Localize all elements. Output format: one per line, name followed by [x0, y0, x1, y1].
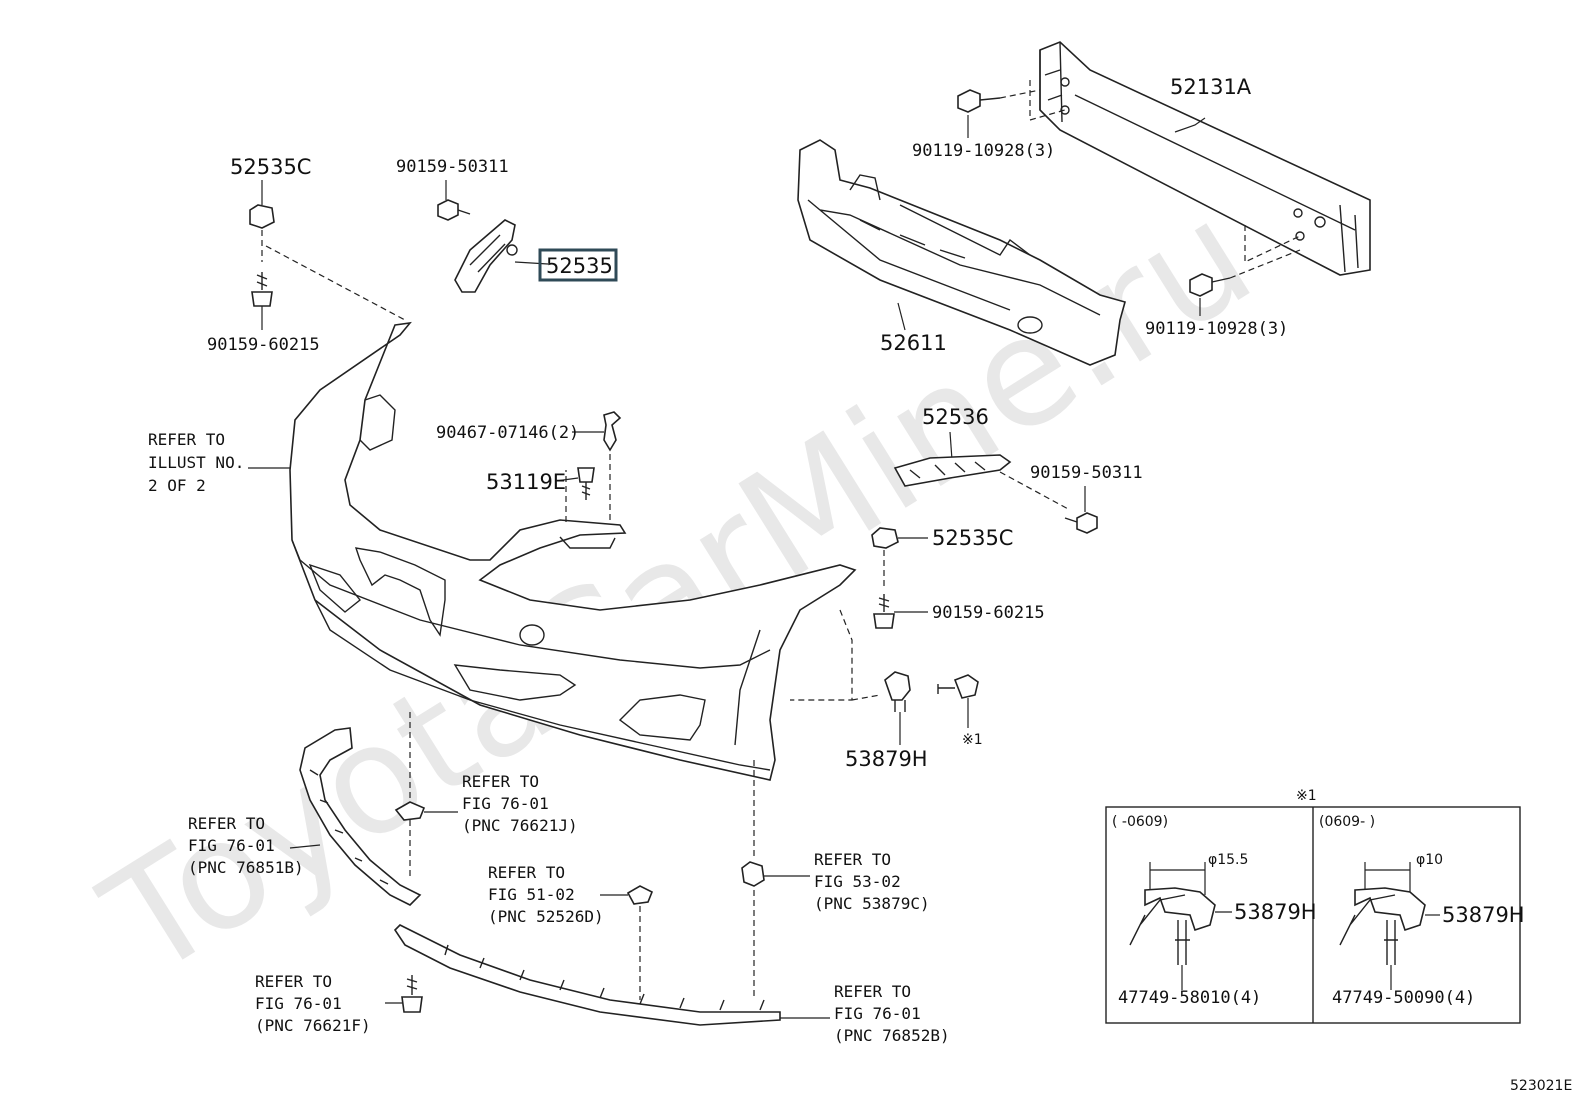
bolt-90119-bottom[interactable] — [1189, 273, 1231, 297]
detail-right-fastener: 47749-50090(4) — [1332, 988, 1475, 1008]
label-90119-top: 90119-10928(3) — [912, 141, 1055, 161]
label-52526D-1: REFER TO — [488, 863, 565, 882]
spoiler-76852B[interactable] — [393, 924, 781, 1026]
label-refer-illust-1: REFER TO — [148, 430, 225, 449]
clip-52535C-right[interactable] — [871, 527, 899, 549]
label-90467: 90467-07146(2) — [436, 423, 579, 443]
bumper-reinforcement-52131A[interactable] — [1039, 41, 1371, 276]
clip-52526D[interactable] — [626, 885, 654, 905]
detail-right-part: 53879H — [1442, 903, 1525, 927]
label-refer-illust-3: 2 OF 2 — [148, 476, 206, 495]
screw-90159-60215-right[interactable] — [873, 594, 895, 629]
label-52535C-right: 52535C — [932, 526, 1013, 550]
label-53879C-1: REFER TO — [814, 850, 891, 869]
screw-76621F[interactable] — [401, 975, 423, 1013]
label-53879H-main: 53879H — [845, 747, 928, 771]
detail-left-part: 53879H — [1234, 900, 1317, 924]
label-76621F-3: (PNC 76621F) — [255, 1016, 371, 1035]
label-76851B-2: FIG 76-01 — [188, 836, 275, 855]
label-52536: 52536 — [922, 405, 989, 429]
label-53119E: 53119E — [486, 470, 566, 494]
label-76851B-3: (PNC 76851B) — [188, 858, 304, 877]
energy-absorber-52611[interactable] — [797, 139, 1126, 366]
bracket-52535[interactable] — [454, 219, 518, 293]
label-53879C-3: (PNC 53879C) — [814, 894, 930, 913]
detail-right-date: (0609- ) — [1319, 814, 1375, 830]
detail-left-date: ( -0609) — [1112, 814, 1168, 830]
label-refer-illust-2: ILLUST NO. — [148, 453, 244, 472]
clip-52535C-top[interactable] — [249, 204, 275, 229]
label-76621J-1: REFER TO — [462, 772, 539, 791]
detail-right-dimension: φ10 — [1416, 852, 1443, 868]
label-52526D-2: FIG 51-02 — [488, 885, 575, 904]
label-76852B-1: REFER TO — [834, 982, 911, 1001]
label-76621F-2: FIG 76-01 — [255, 994, 342, 1013]
label-76621F-1: REFER TO — [255, 972, 332, 991]
detail-left-dimension: φ15.5 — [1208, 852, 1248, 868]
label-52611: 52611 — [880, 331, 947, 355]
detail-right-retainer — [1339, 887, 1426, 965]
label-76621J-3: (PNC 76621J) — [462, 816, 578, 835]
retainer-53879H[interactable] — [884, 671, 911, 712]
bolt-90159-50311-top[interactable] — [437, 199, 471, 221]
label-90159-50311-top: 90159-50311 — [396, 157, 509, 177]
label-note-mark: ※1 — [962, 732, 983, 748]
label-76852B-3: (PNC 76852B) — [834, 1026, 950, 1045]
label-52535: 52535 — [546, 254, 613, 278]
label-76852B-2: FIG 76-01 — [834, 1004, 921, 1023]
clip-76621J[interactable] — [394, 801, 426, 821]
label-90159-60215-top: 90159-60215 — [207, 335, 320, 355]
label-76851B-1: REFER TO — [188, 814, 265, 833]
clip-90467-07146[interactable] — [603, 411, 622, 452]
label-90159-50311-right: 90159-50311 — [1030, 463, 1143, 483]
bracket-52536[interactable] — [893, 454, 1012, 487]
label-90159-60215-right: 90159-60215 — [932, 603, 1045, 623]
label-90119-bottom: 90119-10928(3) — [1145, 319, 1288, 339]
label-52535C-top: 52535C — [230, 155, 311, 179]
screw-90159-60215-top[interactable] — [251, 272, 273, 307]
detail-box-title: ※1 — [1296, 788, 1317, 804]
detail-left-fastener: 47749-58010(4) — [1118, 988, 1261, 1008]
bolt-90119-top[interactable] — [957, 89, 1001, 113]
figure-id: 523021E — [1510, 1078, 1572, 1094]
label-53879C-2: FIG 53-02 — [814, 872, 901, 891]
label-76621J-2: FIG 76-01 — [462, 794, 549, 813]
label-52526D-3: (PNC 52526D) — [488, 907, 604, 926]
spoiler-76851B[interactable] — [299, 727, 422, 906]
fastener-note-1[interactable] — [937, 674, 979, 699]
highlight-box-52535 — [538, 248, 618, 282]
retainer-53879C[interactable] — [741, 861, 765, 887]
bolt-53119E[interactable] — [577, 467, 595, 500]
detail-left-retainer — [1129, 887, 1216, 965]
leader-52131A — [1174, 117, 1206, 133]
front-bumper-cover[interactable] — [289, 321, 857, 781]
bolt-90159-50311-right[interactable] — [1064, 512, 1098, 534]
label-52131A: 52131A — [1170, 75, 1252, 99]
